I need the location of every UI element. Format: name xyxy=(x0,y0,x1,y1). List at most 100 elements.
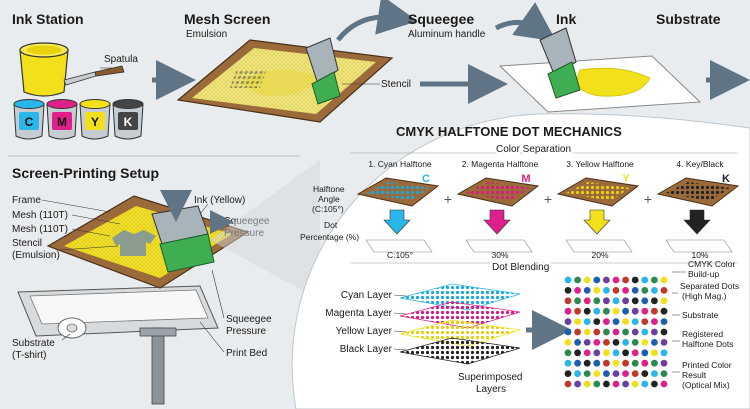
step-result-card xyxy=(565,239,633,253)
halftone-dots xyxy=(366,182,430,201)
halftone-dot xyxy=(631,276,639,284)
plus-sign: + xyxy=(544,191,552,207)
halftone-dot xyxy=(612,359,620,367)
flow-arrow-2 xyxy=(336,0,418,42)
halftone-dot xyxy=(574,318,581,325)
superimposed-label-2: Layers xyxy=(476,384,506,395)
ink-yellow-label: Ink (Yellow) xyxy=(194,195,245,206)
step-label: 3. Yellow Halftone xyxy=(566,159,634,169)
stencil-label-setup: Stencil xyxy=(12,238,42,249)
tshirt-label: (T-shirt) xyxy=(12,350,46,361)
squeegee-title: Squeegee xyxy=(408,11,474,27)
layer-sheet xyxy=(399,337,521,365)
halftone-dot xyxy=(603,349,610,357)
halftone-dot xyxy=(631,328,639,336)
halftone-dot xyxy=(564,349,572,357)
halftone-dot xyxy=(593,359,601,367)
separated-label-2: (High Mag.) xyxy=(682,291,727,301)
frame-label: Frame xyxy=(12,195,41,206)
halftone-dot xyxy=(641,349,649,357)
ink-station-title: Ink Station xyxy=(12,11,84,27)
halftone-dot xyxy=(574,328,581,336)
step-result-card xyxy=(365,239,433,253)
halftone-dot xyxy=(564,276,572,284)
plus-sign: + xyxy=(444,191,452,207)
halftone-dot xyxy=(651,318,658,325)
layer-label: Yellow Layer xyxy=(336,326,393,337)
halftone-dot xyxy=(593,297,601,305)
halftone-dot xyxy=(622,349,629,357)
halftone-dot xyxy=(622,276,629,284)
halftone-dot xyxy=(612,276,620,284)
step-value: 10% xyxy=(691,250,708,260)
halftone-dot xyxy=(564,318,572,325)
halftone-dots xyxy=(666,182,730,201)
buildup-label-2: Build-up xyxy=(688,269,719,279)
halftone-dot xyxy=(631,370,639,377)
halftone-dot xyxy=(631,339,639,346)
halftone-dot xyxy=(603,359,610,367)
halftone-dot xyxy=(564,339,572,346)
spatula-label: Spatula xyxy=(104,54,138,65)
step-letter: K xyxy=(722,173,730,185)
halftone-dot xyxy=(583,297,591,305)
halftone-dot xyxy=(612,349,620,357)
halftone-dot xyxy=(603,339,610,346)
layer-label: Cyan Layer xyxy=(341,290,393,301)
halftone-dot xyxy=(593,339,601,346)
halftone-dot xyxy=(641,370,649,377)
pressure-lower-label: Pressure xyxy=(226,326,266,337)
halftone-dot xyxy=(641,276,649,284)
layer-label: Magenta Layer xyxy=(325,308,392,319)
halftone-dot xyxy=(631,307,639,315)
halftone-dot xyxy=(651,370,658,377)
halftone-dot xyxy=(603,370,610,377)
halftone-dot xyxy=(564,328,572,336)
halftone-dot xyxy=(583,349,591,357)
ink-can-letter: C xyxy=(25,115,34,129)
halftone-dot xyxy=(622,297,629,305)
halftone-dot xyxy=(612,370,620,377)
halftone-dot xyxy=(574,380,581,388)
halftone-dot xyxy=(631,359,639,367)
halftone-dot xyxy=(564,297,572,305)
halftone-dot xyxy=(641,339,649,346)
registered-label-1: Registered xyxy=(682,329,723,339)
halftone-dot xyxy=(574,359,581,367)
flow-arrow-3 xyxy=(494,2,557,42)
step-value: C:105° xyxy=(387,250,413,260)
mesh-screen-title: Mesh Screen xyxy=(184,11,270,27)
registered-label-2: Halftone Dots xyxy=(682,339,734,349)
squeegee-on-substrate-icon xyxy=(539,27,581,99)
halftone-dot xyxy=(564,370,572,377)
halftone-dots xyxy=(566,182,630,201)
substrate-right-label: Substrate xyxy=(682,310,719,320)
halftone-dot xyxy=(660,318,668,325)
halftone-dot xyxy=(593,370,601,377)
ink-can-k-icon: K xyxy=(112,99,144,140)
substrate-setup-label: Substrate xyxy=(12,338,55,349)
halftone-dot xyxy=(651,349,658,357)
halftone-dot xyxy=(574,297,581,305)
halftone-dot xyxy=(612,328,620,336)
halftone-dot xyxy=(660,276,668,284)
halftone-dot xyxy=(622,328,629,336)
ink-can-y-icon: Y xyxy=(79,99,111,140)
halftone-dot xyxy=(574,276,581,284)
halftone-angle-label-3: (C:105°) xyxy=(312,204,344,214)
halftone-dot xyxy=(622,380,629,388)
squeegee-lower-label: Squeegee xyxy=(226,314,272,325)
halftone-dot xyxy=(622,339,629,346)
halftone-dot xyxy=(641,328,649,336)
halftone-dot xyxy=(603,307,610,315)
print-press-illustration xyxy=(17,195,250,405)
registered-dot-grid xyxy=(564,276,668,388)
halftone-dot xyxy=(574,287,581,294)
halftone-dot xyxy=(631,287,639,294)
superimposed-label: Superimposed xyxy=(458,372,522,383)
halftone-dot xyxy=(641,359,649,367)
halftone-dot xyxy=(660,339,668,346)
